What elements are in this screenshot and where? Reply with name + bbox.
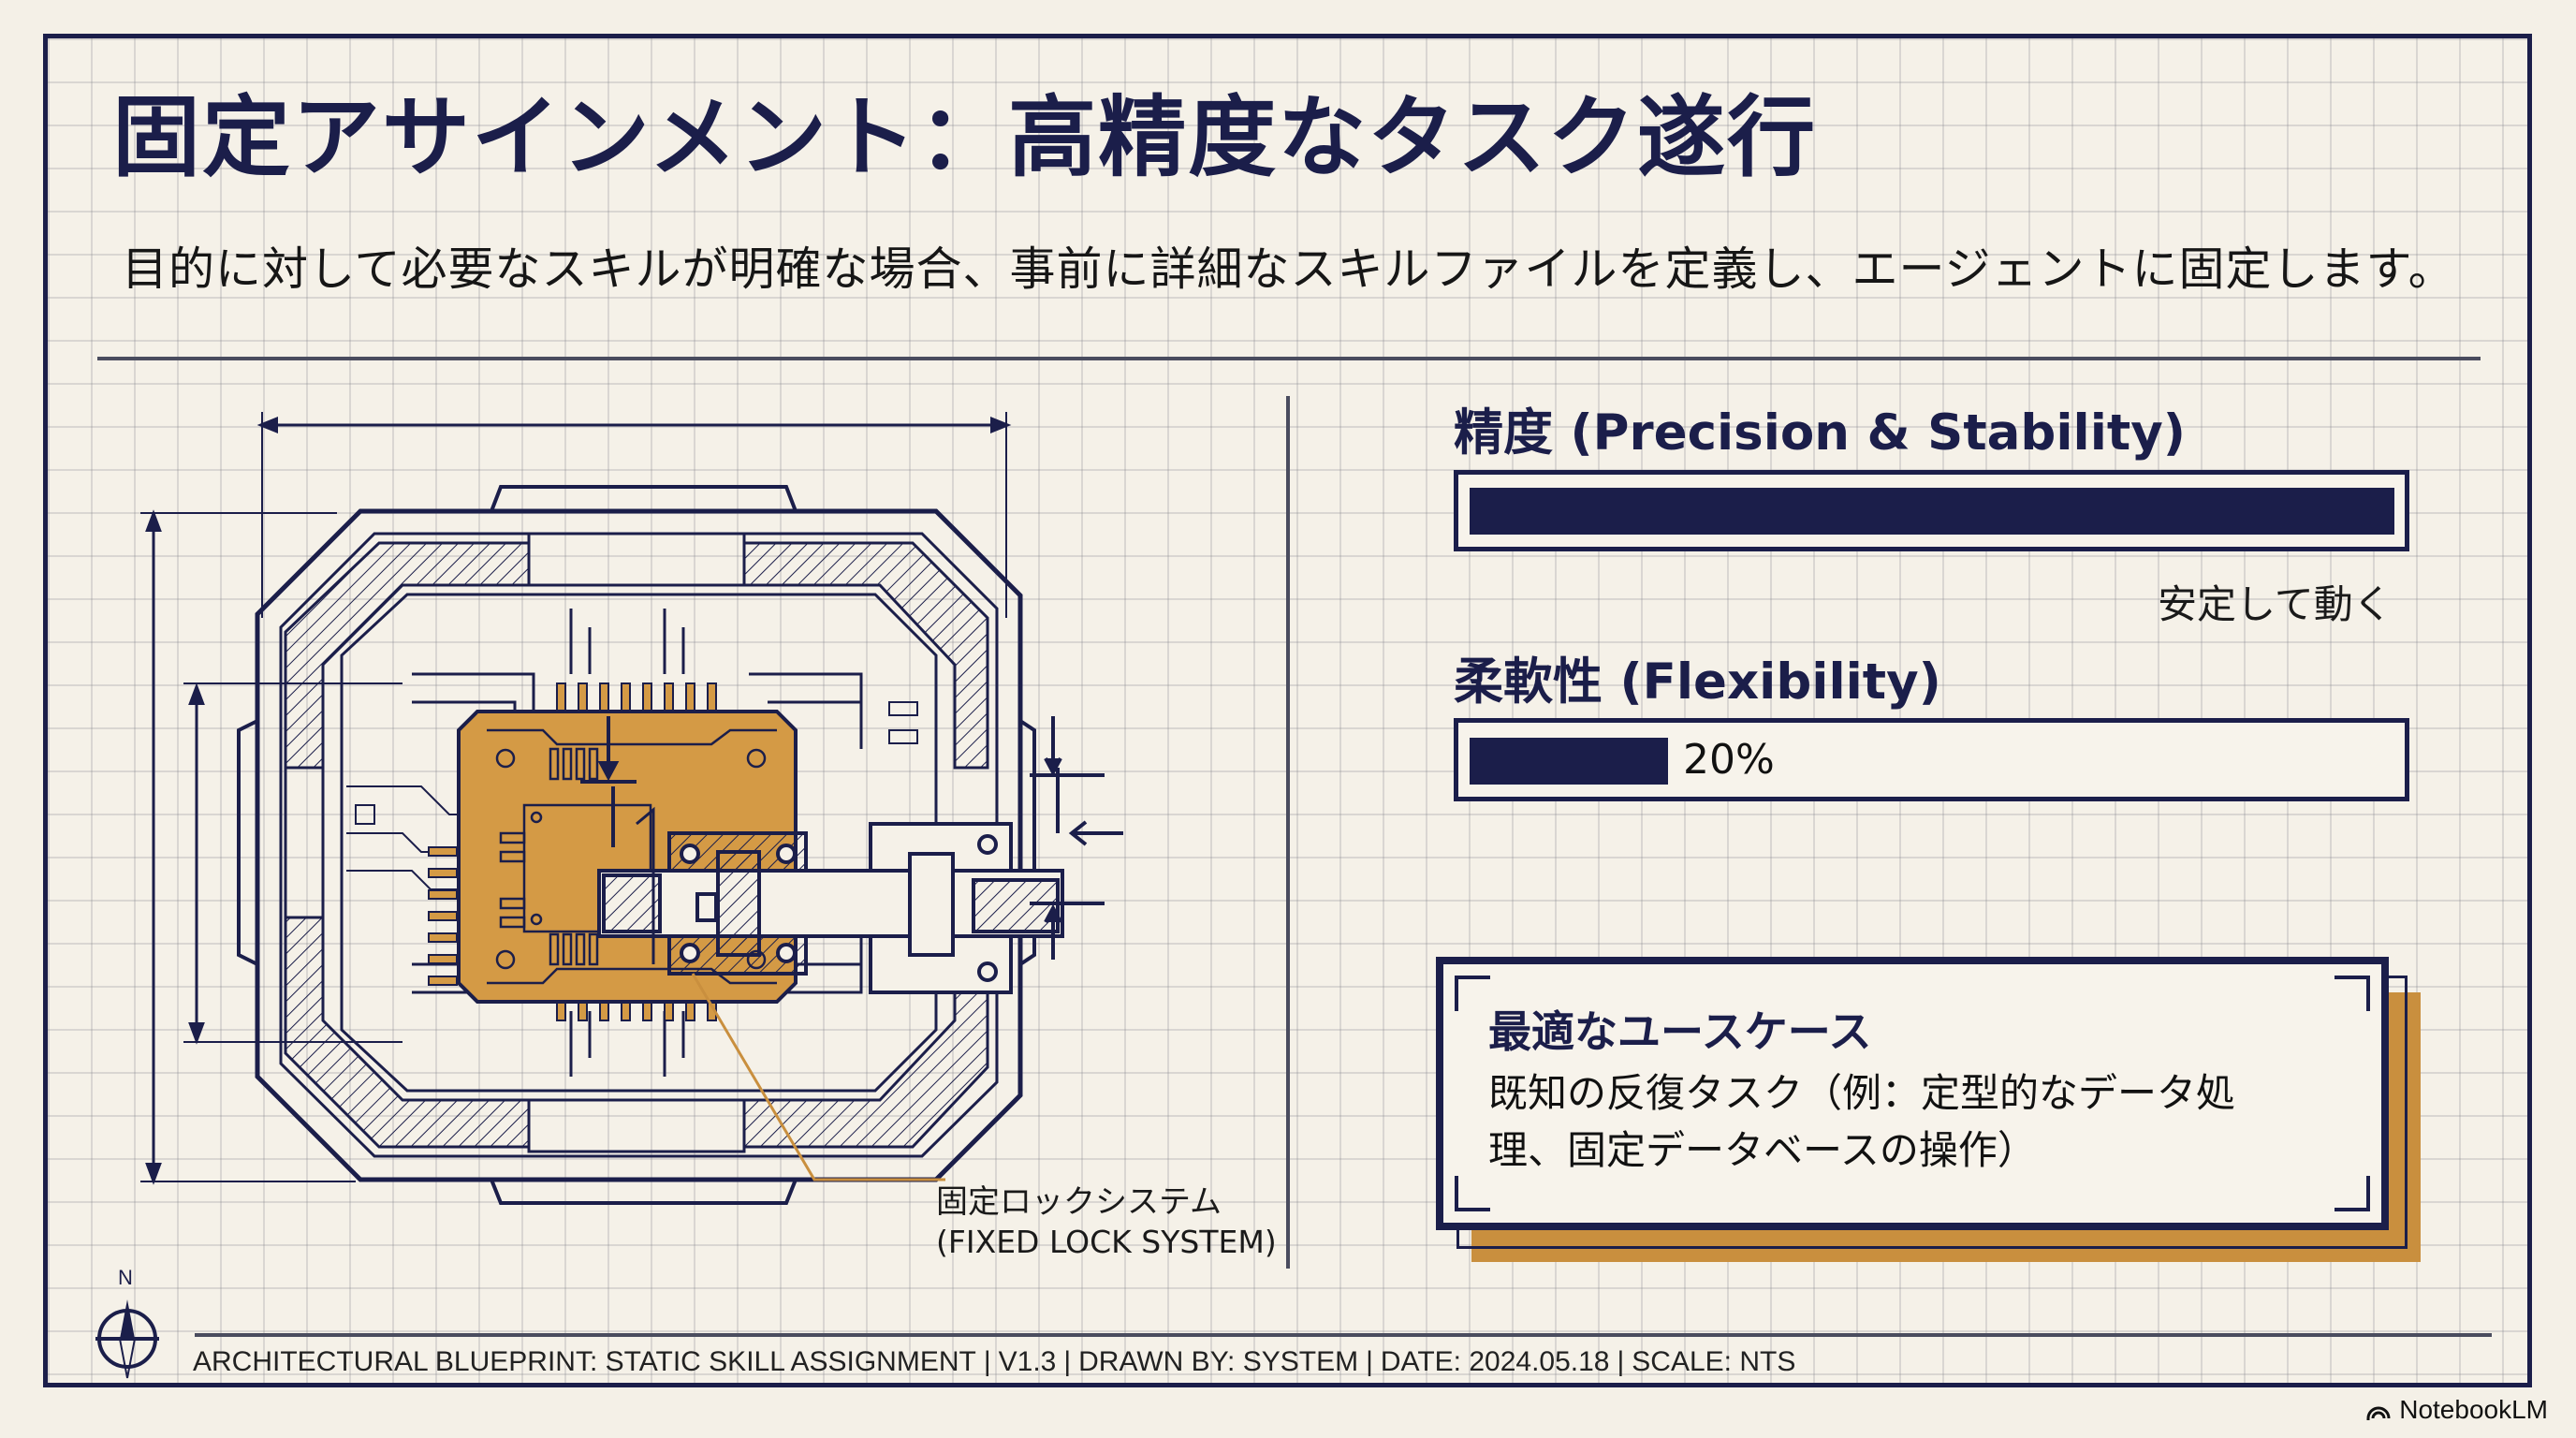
footer-date: DATE: 2024.05.18 [1380, 1346, 1610, 1377]
title-block: ARCHITECTURAL BLUEPRINT: STATIC SKILL AS… [193, 1346, 1796, 1377]
page-subtitle: 目的に対して必要なスキルが明確な場合、事前に詳細なスキルファイルを定義し、エージ… [122, 242, 2455, 296]
footer-drawn-by: DRAWN BY: SYSTEM [1078, 1346, 1359, 1377]
flexibility-bar: 20% [1454, 718, 2409, 801]
footer-title: ARCHITECTURAL BLUEPRINT: STATIC SKILL AS… [193, 1346, 976, 1377]
header-divider [97, 357, 2481, 360]
precision-bar-fill [1470, 488, 2394, 535]
column-divider [1286, 396, 1290, 1269]
corner-bracket-icon [2334, 1176, 2370, 1211]
chip-lock-diagram [131, 393, 1161, 1217]
precision-label: 精度 (Precision & Stability) [1454, 404, 2186, 462]
callout-en: (FIXED LOCK SYSTEM) [936, 1224, 1277, 1261]
flexibility-value: 20% [1683, 736, 1775, 784]
usecase-title: 最適なユースケース [1488, 1006, 1872, 1057]
notebooklm-brand: NotebookLM [2365, 1395, 2548, 1425]
footer-version: V1.3 [998, 1346, 1057, 1377]
north-arrow-icon [95, 1299, 159, 1379]
corner-bracket-icon [2334, 976, 2370, 1011]
callout-jp: 固定ロックシステム [936, 1183, 1222, 1221]
compass-label: N [118, 1266, 133, 1289]
footer-divider [195, 1333, 2492, 1337]
usecase-card: 最適なユースケース 既知の反復タスク（例：定型的なデータ処理、固定データベースの… [1436, 957, 2389, 1230]
usecase-body: 既知の反復タスク（例：定型的なデータ処理、固定データベースの操作） [1488, 1070, 2236, 1173]
corner-bracket-icon [1455, 1176, 1490, 1211]
notebooklm-logo-icon [2366, 1406, 2391, 1420]
footer-scale: SCALE: NTS [1632, 1346, 1796, 1377]
page-title: 固定アサインメント：高精度なタスク遂行 [112, 87, 1818, 189]
precision-bar [1454, 470, 2409, 551]
brand-name: NotebookLM [2399, 1395, 2548, 1424]
corner-bracket-icon [1455, 976, 1490, 1011]
chip-lock-blueprint-icon [140, 412, 1123, 1205]
flexibility-label: 柔軟性 (Flexibility) [1454, 653, 1941, 711]
precision-note: 安定して動く [2158, 581, 2393, 627]
flexibility-bar-fill [1470, 738, 1668, 785]
fixed-lock-callout: 固定ロックシステム (FIXED LOCK SYSTEM) [936, 1181, 1277, 1263]
compass-icon: N [90, 1266, 165, 1379]
